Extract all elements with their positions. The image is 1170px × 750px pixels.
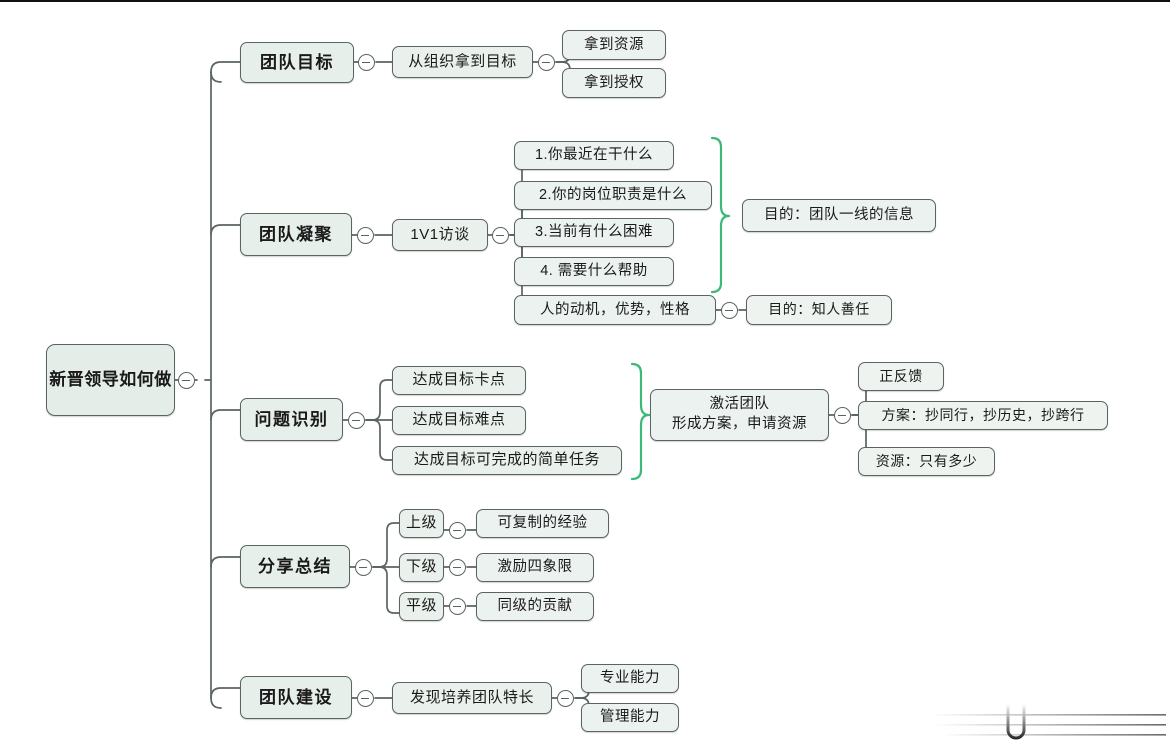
label-goal-blocker: 达成目标卡点 xyxy=(412,371,506,389)
label-get-authorization: 拿到授权 xyxy=(584,74,644,91)
node-subordinate[interactable]: 下级 xyxy=(399,553,444,582)
label-q2: 2.你的岗位职责是什么 xyxy=(538,187,688,204)
node-peer-contribution[interactable]: 同级的贡献 xyxy=(476,592,594,621)
label-purpose-frontline-info: 目的：团队一线的信息 xyxy=(764,207,914,224)
node-activate-team[interactable]: 激活团队 形成方案，申请资源 xyxy=(650,389,829,441)
collapse-toggle-team-goal[interactable] xyxy=(358,54,375,71)
label-q3: 3.当前有什么困难 xyxy=(534,224,654,241)
node-q1[interactable]: 1.你最近在干什么 xyxy=(514,141,674,170)
collapse-toggle-discover-team-strengths[interactable] xyxy=(557,690,574,707)
label-positive-feedback: 正反馈 xyxy=(879,367,923,384)
node-get-goal-from-org[interactable]: 从组织拿到目标 xyxy=(392,46,533,78)
branch-label-team-cohesion: 团队凝聚 xyxy=(259,224,333,244)
node-motivation-strength-personality[interactable]: 人的动机，优势，性格 xyxy=(514,295,716,325)
branch-node-team-goal[interactable]: 团队目标 xyxy=(240,42,354,83)
root-collapse-toggle[interactable] xyxy=(178,372,195,389)
label-discover-team-strengths: 发现培养团队特长 xyxy=(409,688,534,706)
label-plan-copy: 方案：抄同行，抄历史，抄跨行 xyxy=(881,406,1085,423)
label-replicable-experience: 可复制的经验 xyxy=(497,515,588,532)
collapse-toggle-activate-team[interactable] xyxy=(834,407,851,424)
branch-node-team-building[interactable]: 团队建设 xyxy=(240,676,352,719)
node-replicable-experience[interactable]: 可复制的经验 xyxy=(476,509,609,538)
collapse-toggle-share-summary[interactable] xyxy=(355,559,372,576)
watermark-artifact xyxy=(930,704,1166,740)
label-motivation-quadrant: 激励四象限 xyxy=(497,559,573,576)
collapse-toggle-team-cohesion[interactable] xyxy=(357,227,374,244)
label-goal-simple-task: 达成目标可完成的简单任务 xyxy=(413,451,600,469)
collapse-toggle-problem-identification[interactable] xyxy=(348,412,365,429)
node-superior[interactable]: 上级 xyxy=(399,509,444,538)
label-activate-team-line1: 激活团队 xyxy=(709,396,770,413)
label-q1: 1.你最近在干什么 xyxy=(534,147,654,164)
branch-node-problem-identification[interactable]: 问题识别 xyxy=(240,398,343,441)
branch-node-share-summary[interactable]: 分享总结 xyxy=(240,545,350,588)
node-professional-ability[interactable]: 专业能力 xyxy=(581,664,679,693)
label-peer: 平级 xyxy=(405,597,437,615)
collapse-toggle-peer[interactable] xyxy=(449,598,466,615)
label-subordinate: 下级 xyxy=(405,558,437,576)
root-node-line2: 如何做 xyxy=(119,369,172,389)
label-goal-difficulty: 达成目标难点 xyxy=(412,411,506,429)
node-resource-amount[interactable]: 资源：只有多少 xyxy=(858,447,995,476)
top-border-line xyxy=(0,0,1170,2)
branch-label-team-goal: 团队目标 xyxy=(260,52,334,72)
label-get-goal-from-org: 从组织拿到目标 xyxy=(408,52,517,70)
node-peer[interactable]: 平级 xyxy=(399,592,444,621)
node-discover-team-strengths[interactable]: 发现培养团队特长 xyxy=(392,682,552,714)
collapse-toggle-superior[interactable] xyxy=(449,522,466,539)
label-purpose-right-person: 目的：知人善任 xyxy=(768,301,870,318)
node-purpose-right-person[interactable]: 目的：知人善任 xyxy=(746,295,892,325)
collapse-toggle-1v1-interview[interactable] xyxy=(492,227,509,244)
branch-label-team-building: 团队建设 xyxy=(259,687,333,707)
node-purpose-frontline-info[interactable]: 目的：团队一线的信息 xyxy=(742,199,936,232)
node-positive-feedback[interactable]: 正反馈 xyxy=(858,362,944,391)
label-activate-team-line2: 形成方案，申请资源 xyxy=(672,416,807,432)
node-q3[interactable]: 3.当前有什么困难 xyxy=(514,218,674,247)
collapse-toggle-team-building[interactable] xyxy=(357,690,374,707)
label-1v1-interview: 1V1访谈 xyxy=(410,225,470,243)
label-professional-ability: 专业能力 xyxy=(600,670,660,687)
branch-label-problem-identification: 问题识别 xyxy=(254,409,329,429)
node-q2[interactable]: 2.你的岗位职责是什么 xyxy=(514,181,712,210)
node-q4[interactable]: 4. 需要什么帮助 xyxy=(514,257,674,286)
node-plan-copy[interactable]: 方案：抄同行，抄历史，抄跨行 xyxy=(858,401,1108,430)
label-management-ability: 管理能力 xyxy=(600,709,660,726)
node-goal-blocker[interactable]: 达成目标卡点 xyxy=(392,366,526,395)
label-get-resources: 拿到资源 xyxy=(584,36,644,53)
collapse-toggle-get-goal-from-org[interactable] xyxy=(538,54,555,71)
label-superior: 上级 xyxy=(405,514,437,532)
node-management-ability[interactable]: 管理能力 xyxy=(581,703,679,732)
node-motivation-quadrant[interactable]: 激励四象限 xyxy=(476,553,594,582)
node-get-resources[interactable]: 拿到资源 xyxy=(562,30,666,60)
collapse-toggle-subordinate[interactable] xyxy=(449,559,466,576)
branch-label-share-summary: 分享总结 xyxy=(258,556,332,576)
branch-node-team-cohesion[interactable]: 团队凝聚 xyxy=(240,213,352,256)
node-get-authorization[interactable]: 拿到授权 xyxy=(562,68,666,98)
node-1v1-interview[interactable]: 1V1访谈 xyxy=(392,219,488,251)
root-node-line1: 新晋领导 xyxy=(49,369,120,389)
label-q4: 4. 需要什么帮助 xyxy=(540,263,648,280)
node-goal-simple-task[interactable]: 达成目标可完成的简单任务 xyxy=(392,446,622,475)
node-goal-difficulty[interactable]: 达成目标难点 xyxy=(392,406,526,435)
root-node[interactable]: 新晋领导 如何做 xyxy=(46,344,175,416)
collapse-toggle-motivation[interactable] xyxy=(721,302,738,319)
label-peer-contribution: 同级的贡献 xyxy=(497,598,573,615)
label-motivation-strength-personality: 人的动机，优势，性格 xyxy=(540,301,690,318)
label-resource-amount: 资源：只有多少 xyxy=(875,452,978,469)
